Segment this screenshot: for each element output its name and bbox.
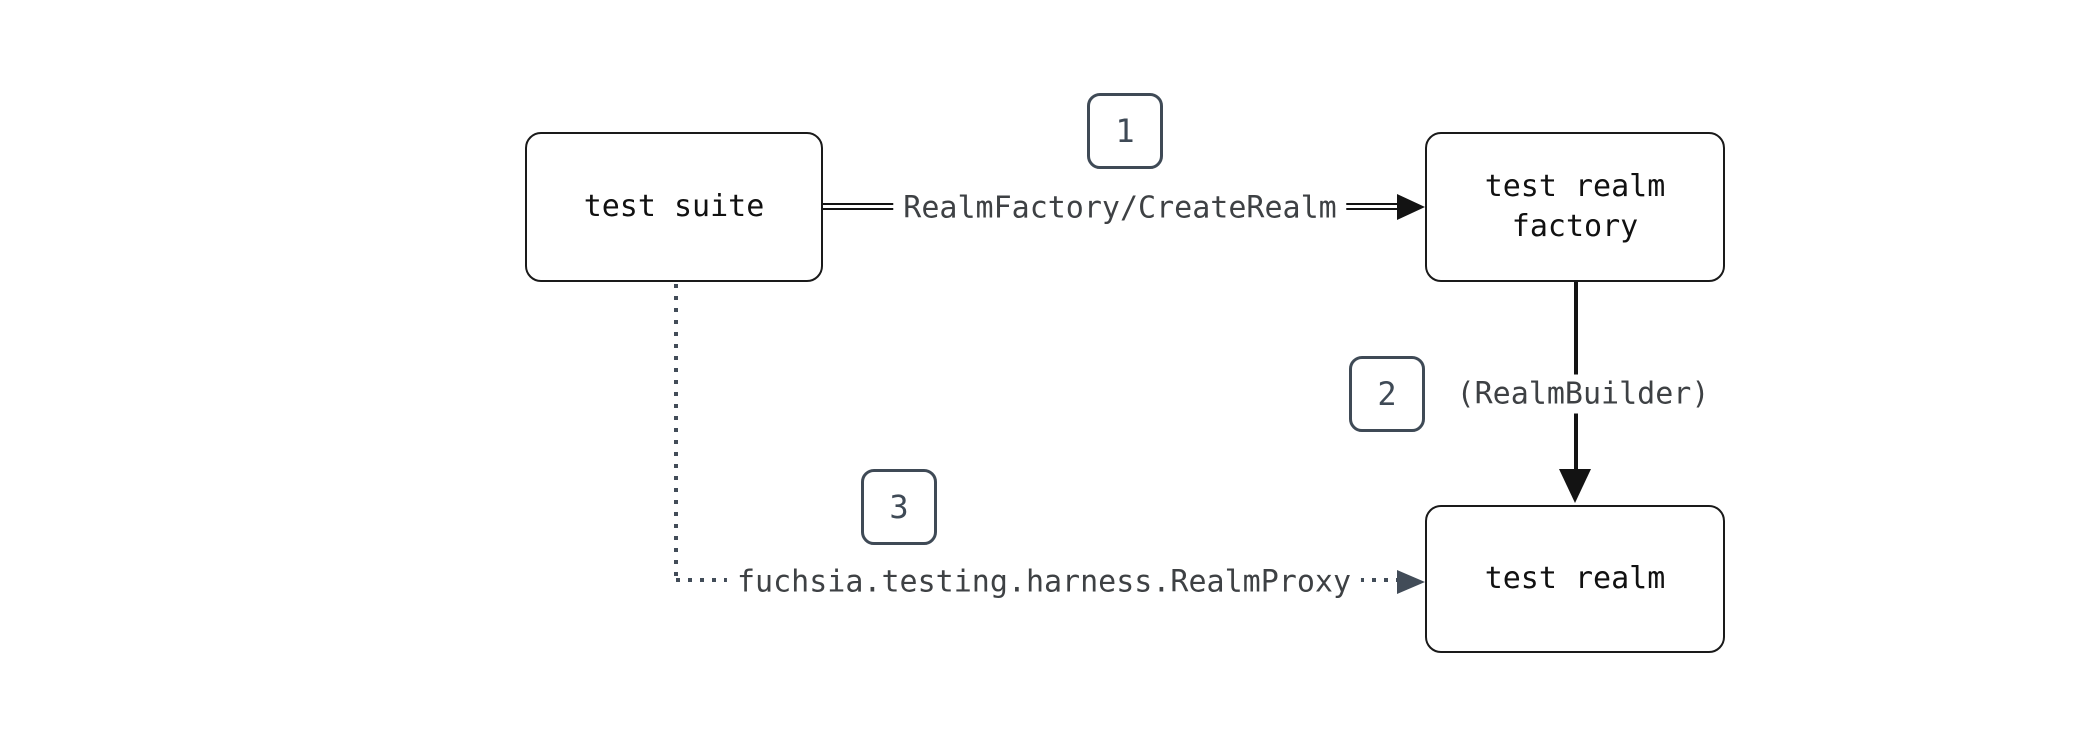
step-badge-1: 1 — [1087, 93, 1163, 169]
node-test-realm-factory: test realm factory — [1425, 132, 1725, 282]
step-badge-2: 2 — [1349, 356, 1425, 432]
node-test-realm: test realm — [1425, 505, 1725, 653]
node-test-realm-factory-label: test realm factory — [1484, 169, 1666, 244]
step-badge-1-number: 1 — [1115, 112, 1135, 150]
step-badge-2-number: 2 — [1377, 375, 1397, 413]
edge-label-createrealm: RealmFactory/CreateRealm — [893, 188, 1347, 228]
edge-label-realmbuilder: (RealmBuilder) — [1446, 374, 1720, 414]
node-test-suite-label: test suite — [583, 189, 765, 224]
node-test-suite: test suite — [525, 132, 823, 282]
edge-label-realmproxy: fuchsia.testing.harness.RealmProxy — [726, 562, 1362, 602]
step-badge-3-number: 3 — [889, 488, 909, 526]
arrowhead-right-icon — [1397, 194, 1425, 220]
edge-realmproxy-vertical-line — [674, 284, 678, 580]
step-badge-3: 3 — [861, 469, 937, 545]
arrowhead-down-icon — [1559, 469, 1591, 503]
arrowhead-right-dotted-icon — [1397, 570, 1425, 594]
node-test-realm-label: test realm — [1484, 561, 1666, 596]
